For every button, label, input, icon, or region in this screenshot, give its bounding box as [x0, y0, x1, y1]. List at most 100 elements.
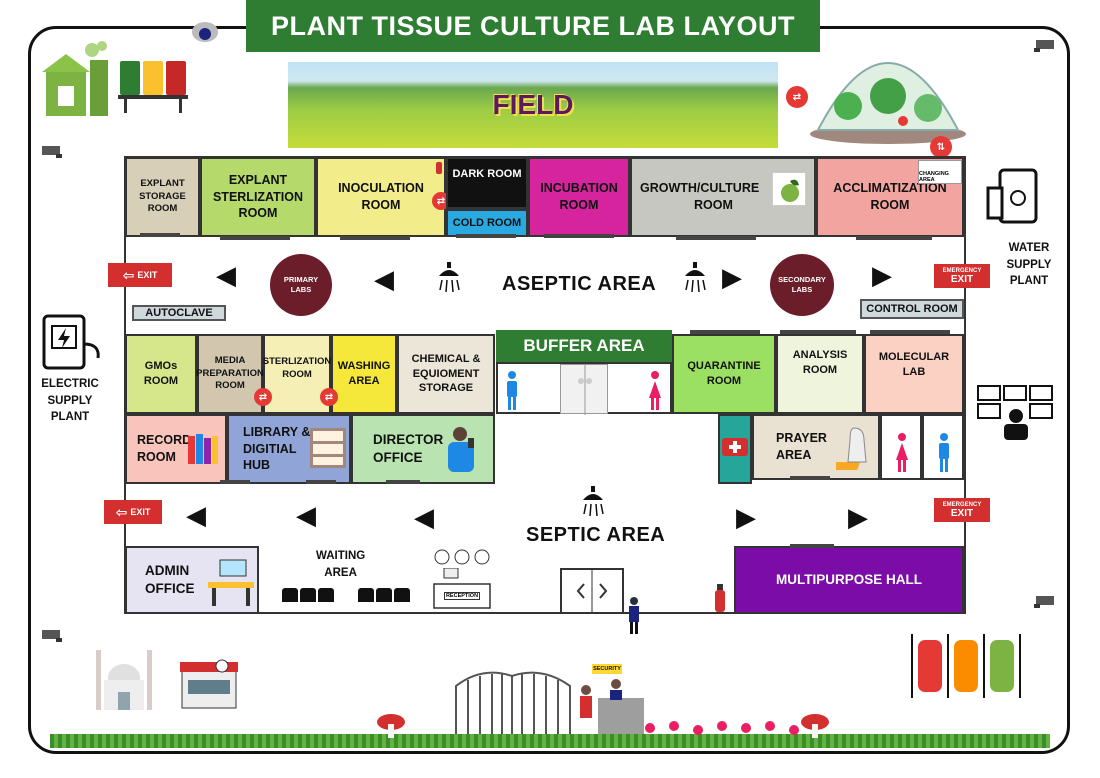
male-restroom-icon: [936, 432, 952, 472]
flowers-icon: [640, 718, 820, 740]
greenhouse-icon: [808, 26, 968, 146]
door: [856, 236, 932, 240]
door: [386, 480, 420, 484]
shower-icon: [436, 262, 462, 294]
reception-desk: [432, 567, 492, 610]
control-room-label: CONTROL ROOM: [860, 299, 964, 319]
exit-person-icon: ⇦: [122, 266, 135, 283]
left-arrow-icon: ◀: [186, 500, 206, 530]
cycle-badge-icon: ⇄: [786, 86, 808, 108]
shower-icon: [682, 262, 708, 294]
prayer-mat-icon: [821, 424, 876, 472]
cctv-camera-icon: [1034, 594, 1058, 608]
main-entrance-door[interactable]: [560, 568, 624, 614]
security-guard-icon: [626, 596, 642, 634]
fire-extinguisher-icon: [434, 158, 444, 174]
cycle-badge-icon: ⇄: [432, 192, 450, 210]
dome-camera-icon: [190, 20, 220, 46]
security-booth-label: SECURITY: [593, 666, 621, 672]
mushroom-icon: [376, 712, 406, 738]
double-door-icon: [560, 364, 608, 415]
parking-cars-icon: [910, 632, 1024, 700]
shower-icon: [580, 486, 606, 518]
water-supply-icon: [986, 166, 1046, 236]
septic-area-label: SEPTIC AREA: [526, 524, 666, 546]
clocks-icon: [434, 548, 492, 566]
page-title: PLANT TISSUE CULTURE LAB LAYOUT: [246, 0, 820, 52]
door: [790, 544, 834, 548]
first-aid-icon: [722, 434, 748, 456]
door: [676, 236, 756, 240]
female-restroom: [880, 414, 922, 480]
right-arrow-icon: ▶: [736, 502, 756, 532]
main-gate-icon[interactable]: [452, 656, 574, 742]
books-icon: [186, 432, 220, 466]
cycle-badge-icon: ⇄: [320, 388, 338, 406]
cold-room: COLD ROOM: [446, 209, 528, 237]
plant-icon: [772, 172, 806, 206]
waste-bins-icon: [118, 55, 188, 115]
reception-label: RECEPTION: [444, 592, 480, 600]
left-arrow-icon: ◀: [296, 500, 316, 530]
door: [220, 480, 250, 484]
field-image: FIELD: [288, 62, 778, 148]
aseptic-area-label: ASEPTIC AREA: [502, 273, 657, 295]
exit-sign: ⇦EXIT: [104, 500, 162, 524]
right-arrow-icon: ▶: [848, 502, 868, 532]
door: [220, 236, 290, 240]
door: [544, 234, 614, 238]
electric-supply-icon: [40, 314, 106, 370]
male-restroom-icon: [504, 370, 520, 410]
field-label: FIELD: [492, 89, 574, 120]
right-arrow-icon: ▶: [722, 262, 742, 292]
door: [340, 236, 410, 240]
cycle-badge-icon: ⇄: [254, 388, 272, 406]
mushroom-icon: [800, 712, 830, 738]
multipurpose-hall: MULTIPURPOSE HALL: [734, 546, 964, 614]
cafeteria-icon: [178, 656, 240, 710]
left-arrow-icon: ◀: [216, 260, 236, 290]
door: [306, 480, 336, 484]
female-restroom-icon: [646, 370, 664, 410]
dark-room: DARK ROOM: [446, 157, 528, 209]
door: [790, 476, 830, 480]
person-with-phone-icon: [444, 426, 480, 474]
exit-person-icon: ⇦: [115, 503, 128, 520]
waiting-chairs-icon: [358, 588, 410, 602]
office-desk-icon: [206, 556, 256, 608]
cctv-camera-icon: [38, 144, 62, 158]
right-arrow-icon: ▶: [872, 260, 892, 290]
grass-strip: [50, 734, 1050, 748]
cctv-camera-icon: [1034, 38, 1058, 52]
factory-icon: [42, 40, 112, 118]
door: [140, 233, 180, 237]
left-arrow-icon: ◀: [414, 502, 434, 532]
surveillance-monitors-icon: [976, 384, 1056, 442]
left-arrow-icon: ◀: [374, 264, 394, 294]
waiting-chairs-icon: [282, 588, 334, 602]
bookshelf-icon: [310, 428, 346, 468]
changing-area-label: CHANGING AREA: [918, 160, 962, 184]
door: [456, 234, 516, 238]
buffer-area-header: BUFFER AREA: [496, 330, 672, 362]
cycle-badge-icon: ⇅: [930, 136, 952, 158]
cctv-camera-icon: [38, 628, 62, 642]
